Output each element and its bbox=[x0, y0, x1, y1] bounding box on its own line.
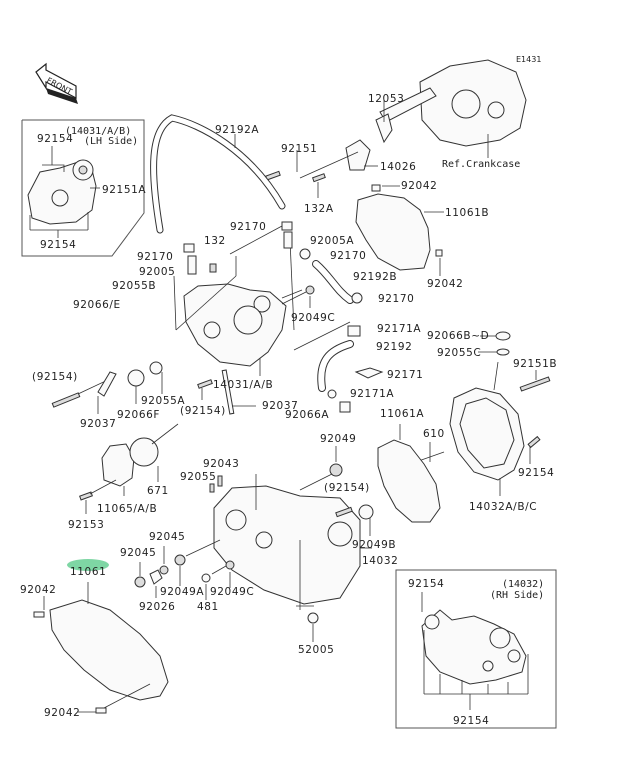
part-label: 92170 bbox=[230, 221, 266, 233]
part-label: 12053 bbox=[368, 93, 404, 105]
part-label: 11065/A/B bbox=[97, 503, 157, 515]
part-label: 92192 bbox=[376, 341, 412, 353]
gasket-11061 bbox=[49, 599, 169, 701]
part-label: 14031/A/B bbox=[213, 379, 273, 391]
part-label: 92066B~D bbox=[427, 330, 489, 342]
part-label: 92170 bbox=[137, 251, 173, 263]
part-label: 92005 bbox=[139, 266, 175, 278]
part-label: 92153 bbox=[68, 519, 104, 531]
inset-lh-label: 92151A bbox=[102, 184, 146, 196]
part-label: 92171A bbox=[350, 388, 394, 400]
part-label: 92192B bbox=[353, 271, 397, 283]
part-label: 92055 bbox=[180, 471, 216, 483]
part-label: 92026 bbox=[139, 601, 175, 613]
part-label: 14026 bbox=[380, 161, 416, 173]
part-label: 92055B bbox=[112, 280, 156, 292]
part-label: 92151 bbox=[281, 143, 317, 155]
part-label: 52005 bbox=[298, 644, 334, 656]
gasket-11061A bbox=[377, 439, 441, 523]
part-label: 92045 bbox=[120, 547, 156, 559]
part-labels: 12053 92192A 92151 14026 132A 92042 1106… bbox=[20, 93, 557, 719]
part-label: 11061A bbox=[380, 408, 424, 420]
part-label: 92005A bbox=[310, 235, 354, 247]
part-label: 92049 bbox=[320, 433, 356, 445]
inset-lh-label: 92154 bbox=[37, 133, 73, 145]
part-label: 14032A/B/C bbox=[469, 501, 537, 513]
highlight-marker[interactable] bbox=[67, 559, 109, 571]
part-label: 92049B bbox=[352, 539, 396, 551]
part-label: 11061 bbox=[70, 566, 106, 578]
inset-rh-subtitle: (RH Side) bbox=[490, 590, 544, 601]
part-label: 92066A bbox=[285, 409, 329, 421]
inset-lh-side: (14031/A/B) (LH Side) 92154 92151A 92154 bbox=[21, 119, 146, 257]
inset-lh-title: (14031/A/B) bbox=[65, 126, 131, 137]
part-label: 610 bbox=[423, 428, 445, 440]
part-label: 14032 bbox=[362, 555, 398, 567]
part-label: 92055C bbox=[437, 347, 481, 359]
part-label: 92066/E bbox=[73, 299, 121, 311]
inset-rh-label: 92154 bbox=[453, 715, 489, 727]
gasket-11061B bbox=[355, 193, 431, 271]
part-label: 92042 bbox=[44, 707, 80, 719]
part-label: 92037 bbox=[262, 400, 298, 412]
part-14026 bbox=[345, 139, 371, 171]
inset-rh-label: 92154 bbox=[408, 578, 444, 590]
part-label: 92042 bbox=[20, 584, 56, 596]
part-label: 92049A bbox=[160, 586, 204, 598]
part-label: 671 bbox=[147, 485, 169, 497]
inset-rh-title: (14032) bbox=[502, 579, 544, 590]
part-label: 92171A bbox=[377, 323, 421, 335]
part-label: 92037 bbox=[80, 418, 116, 430]
part-label: 92066F bbox=[117, 409, 160, 421]
part-label: 92055A bbox=[141, 395, 185, 407]
crankcase-reference: Ref.Crankcase bbox=[375, 59, 527, 170]
part-label: (92154) bbox=[180, 405, 226, 417]
cover-14032 bbox=[213, 485, 361, 605]
part-label: 92045 bbox=[149, 531, 185, 543]
part-label: (92154) bbox=[324, 482, 370, 494]
part-label: 92042 bbox=[401, 180, 437, 192]
part-label: 92042 bbox=[427, 278, 463, 290]
part-label: 92170 bbox=[330, 250, 366, 262]
part-label: 132A bbox=[304, 203, 334, 215]
part-label: 11061B bbox=[445, 207, 489, 219]
part-label: 92171 bbox=[387, 369, 423, 381]
part-label: 92049C bbox=[210, 586, 254, 598]
part-label: 92170 bbox=[378, 293, 414, 305]
part-label: 92043 bbox=[203, 458, 239, 470]
part-label: 132 bbox=[204, 235, 226, 247]
ref-crankcase-label: Ref.Crankcase bbox=[442, 159, 520, 170]
inset-lh-label: 92154 bbox=[40, 239, 76, 251]
part-label: 92154 bbox=[518, 467, 554, 479]
part-label: 92049C bbox=[291, 312, 335, 324]
figure-id: E1431 bbox=[516, 55, 541, 64]
inset-lh-subtitle: (LH Side) bbox=[84, 136, 138, 147]
part-label: (92154) bbox=[32, 371, 78, 383]
inset-rh-side: (14032) (RH Side) 92154 92154 bbox=[395, 569, 557, 729]
part-label: 92151B bbox=[513, 358, 557, 370]
front-arrow-icon: FRONT bbox=[35, 62, 78, 104]
part-label: 92192A bbox=[215, 124, 259, 136]
part-label: 481 bbox=[197, 601, 219, 613]
